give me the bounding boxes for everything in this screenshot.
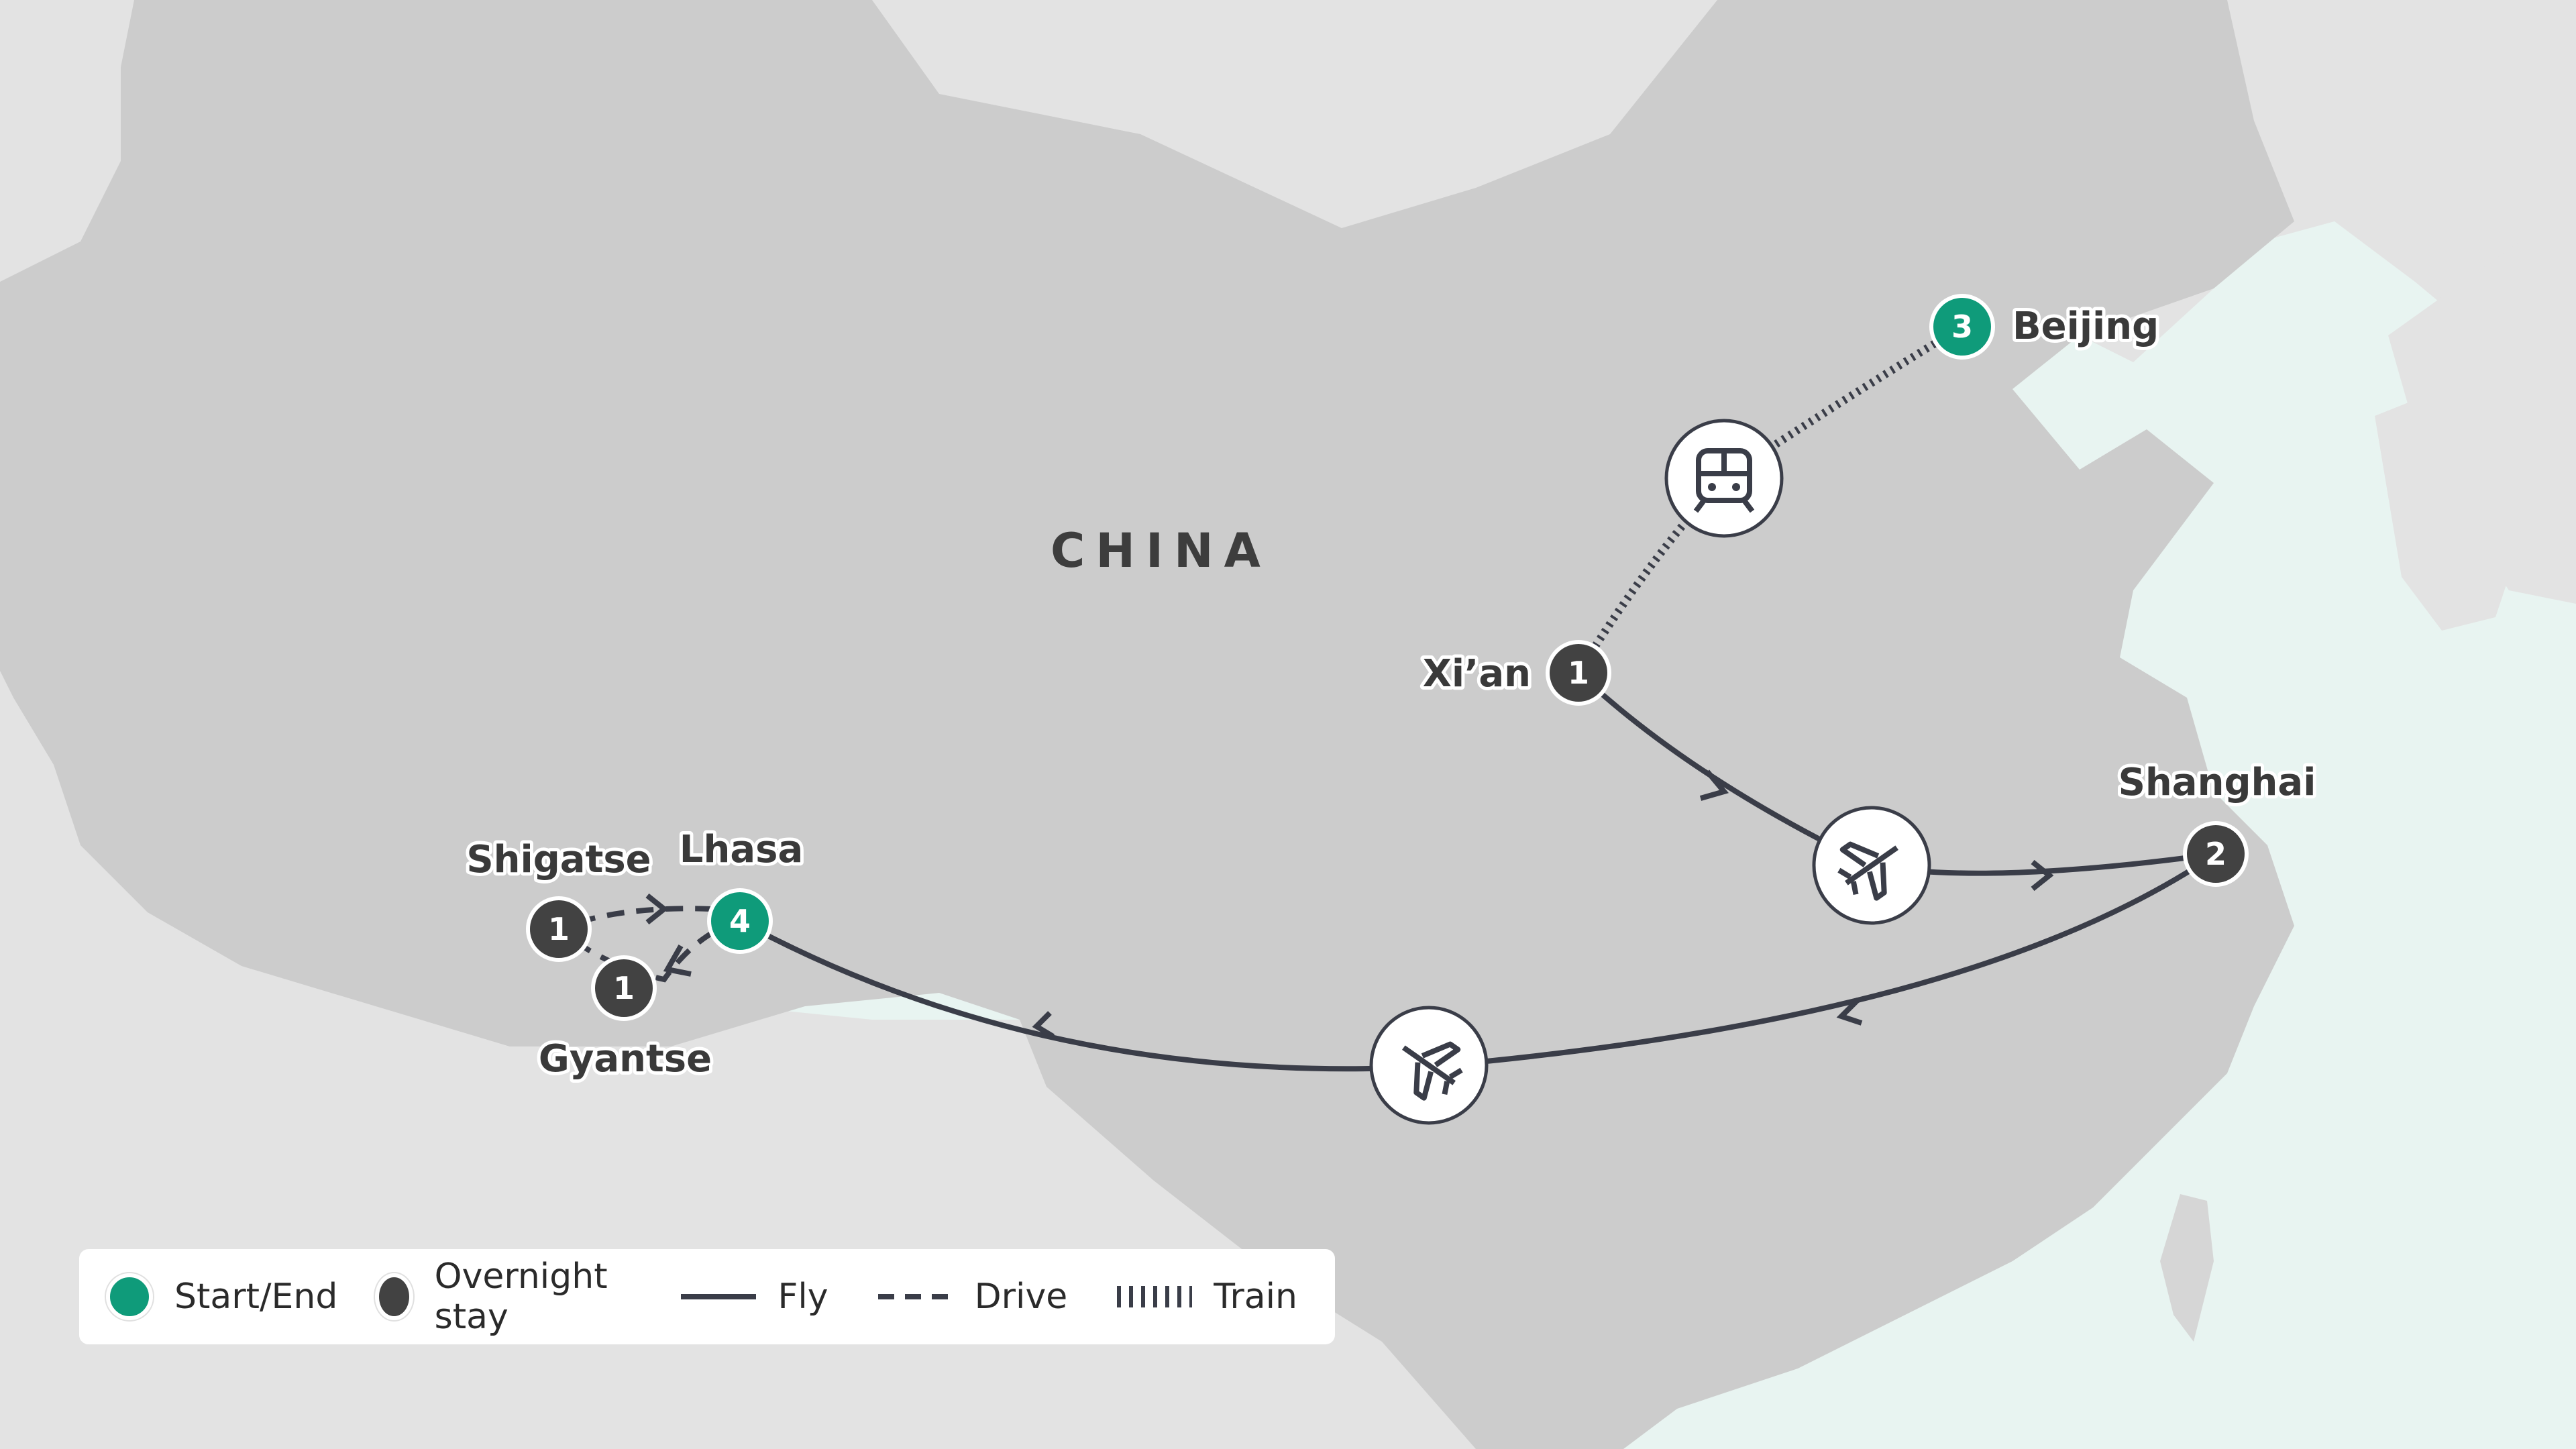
direction-arrow: [1032, 1011, 1055, 1039]
legend-label: Train: [1214, 1277, 1297, 1317]
china-landmass: [0, 0, 2294, 1449]
direction-arrow: [1699, 769, 1729, 801]
stop-nights: 1: [1568, 655, 1589, 691]
city-label-gyantse: Gyantse: [539, 1037, 712, 1081]
city-label-xian: Xi’an: [1423, 652, 1531, 696]
stop-nights: 4: [729, 903, 751, 939]
train-line-icon: [1117, 1286, 1193, 1307]
start-end-marker-icon: [106, 1273, 153, 1320]
city-label-beijing: Beijing: [2012, 305, 2159, 348]
plane-icon: [1812, 806, 1931, 925]
city-label-shanghai: Shanghai: [2118, 761, 2316, 804]
stop-nights: 3: [1951, 309, 1973, 345]
legend-drive: Drive: [866, 1277, 1068, 1317]
stop-marker-gyantse[interactable]: 1: [591, 955, 657, 1021]
stop-marker-shigatse[interactable]: 1: [526, 896, 592, 962]
dashed-line-icon: [877, 1294, 953, 1299]
legend-train: Train: [1105, 1277, 1297, 1317]
legend-label: Fly: [777, 1277, 828, 1317]
legend-overnight: Overnight stay: [375, 1256, 631, 1337]
legend-label: Overnight stay: [434, 1256, 608, 1337]
map-legend: Start/End Overnight stay Fly Drive Train: [79, 1249, 1335, 1344]
stop-marker-lhasa[interactable]: 4: [707, 888, 773, 954]
country-label: CHINA: [1051, 523, 1271, 578]
legend-label: Drive: [974, 1277, 1068, 1317]
stop-marker-shanghai[interactable]: 2: [2183, 821, 2249, 887]
korea-peninsula: [2375, 389, 2522, 631]
land-northeast: [2388, 201, 2576, 604]
taiwan: [2160, 1194, 2214, 1342]
plane-icon: [1369, 1006, 1489, 1125]
stop-marker-beijing[interactable]: 3: [1929, 294, 1995, 360]
solid-line-icon: [681, 1294, 757, 1299]
direction-arrow: [1836, 998, 1863, 1026]
legend-fly: Fly: [669, 1277, 828, 1317]
direction-arrow: [645, 893, 669, 925]
stop-nights: 2: [2205, 836, 2226, 872]
city-label-shigatse: Shigatse: [466, 838, 651, 881]
direction-arrow: [2031, 859, 2054, 892]
stop-marker-xian[interactable]: 1: [1546, 640, 1611, 706]
train-icon: [1664, 419, 1784, 538]
stop-nights: 1: [613, 970, 635, 1006]
city-label-lhasa: Lhasa: [680, 828, 803, 871]
stop-nights: 1: [548, 911, 570, 947]
legend-label: Start/End: [174, 1277, 338, 1317]
direction-arrow: [663, 945, 692, 977]
land-south: [0, 604, 1623, 1449]
overnight-marker-icon: [375, 1273, 413, 1320]
legend-start-end: Start/End: [106, 1273, 337, 1320]
